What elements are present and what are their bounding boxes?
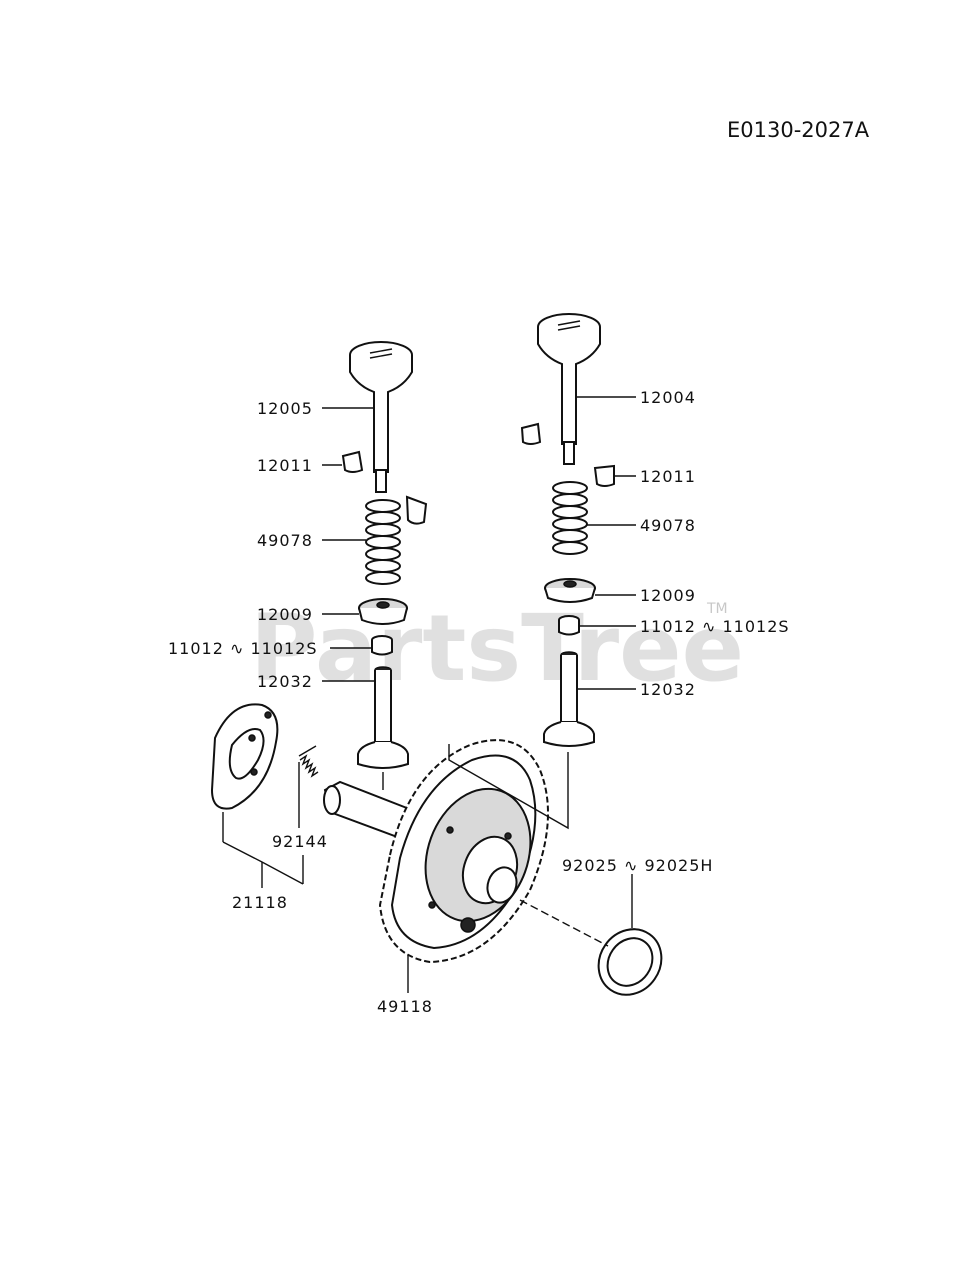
- collet-12011-left[interactable]: [341, 450, 428, 525]
- label-decomp-spring[interactable]: 92144: [272, 832, 328, 851]
- label-collet-left[interactable]: 12011: [257, 456, 313, 475]
- decomp-spring-92144[interactable]: [298, 745, 319, 778]
- oil-seal-92025[interactable]: [586, 917, 674, 1007]
- right-valve-stack: [520, 313, 615, 747]
- collet-12011-right[interactable]: [520, 422, 615, 487]
- label-decomp-assy[interactable]: 21118: [232, 893, 288, 912]
- spring-49078-right[interactable]: [552, 481, 588, 555]
- part-labels: 12005 12011 49078 12009 11012 ∿ 11012S 1…: [168, 388, 790, 1016]
- spring-49078-left[interactable]: [365, 499, 401, 585]
- watermark-trademark: TM: [706, 601, 728, 617]
- label-oil-seal[interactable]: 92025 ∿ 92025H: [562, 856, 713, 875]
- tappet-12032-left[interactable]: [357, 666, 409, 769]
- label-valve-right[interactable]: 12004: [640, 388, 696, 407]
- retainer-12009-left[interactable]: [358, 598, 408, 625]
- label-camshaft[interactable]: 49118: [377, 997, 433, 1016]
- label-shim-left[interactable]: 11012 ∿ 11012S: [168, 639, 318, 658]
- label-retainer-left[interactable]: 12009: [257, 605, 313, 624]
- label-spring-left[interactable]: 49078: [257, 531, 313, 550]
- decomp-plate-21118[interactable]: [210, 703, 279, 810]
- label-tappet-left[interactable]: 12032: [257, 672, 313, 691]
- retainer-12009-right[interactable]: [544, 578, 596, 603]
- shim-11012-right[interactable]: [558, 615, 580, 636]
- label-tappet-right[interactable]: 12032: [640, 680, 696, 699]
- shim-11012-left[interactable]: [371, 635, 393, 656]
- left-valve-stack: [341, 341, 428, 769]
- label-collet-right[interactable]: 12011: [640, 467, 696, 486]
- valve-12005[interactable]: [349, 341, 413, 493]
- label-retainer-right[interactable]: 12009: [640, 586, 696, 605]
- reference-code: E0130-2027A: [727, 118, 870, 142]
- label-shim-right[interactable]: 11012 ∿ 11012S: [640, 617, 790, 636]
- leader-lines: [222, 396, 636, 993]
- label-valve-left[interactable]: 12005: [257, 399, 313, 418]
- label-spring-right[interactable]: 49078: [640, 516, 696, 535]
- valve-12004[interactable]: [537, 313, 601, 465]
- camshaft-49118[interactable]: [323, 739, 549, 964]
